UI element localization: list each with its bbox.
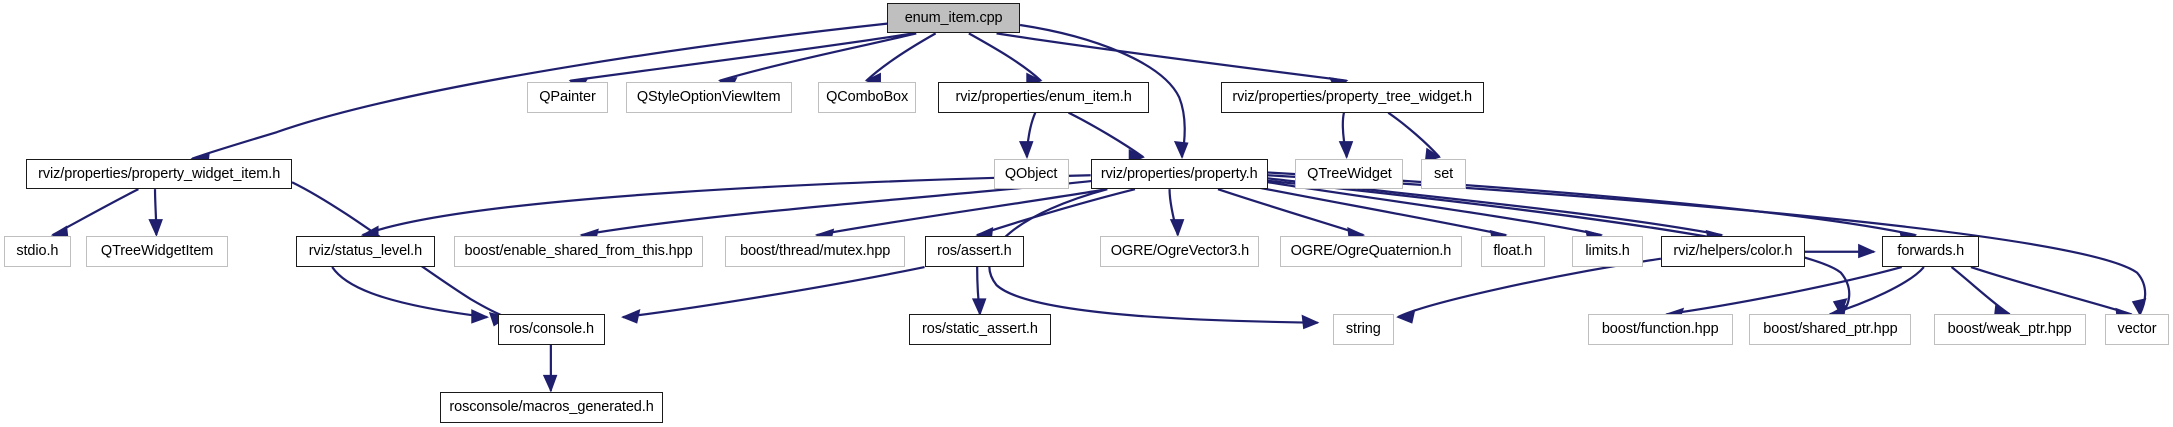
graph-edge-arrowhead [1858, 243, 1876, 259]
graph-node-qtreewidgetitem[interactable]: QTreeWidgetItem [85, 236, 229, 268]
graph-node-label: boost/shared_ptr.hpp [1763, 321, 1898, 338]
graph-edge-arrowhead [1169, 219, 1185, 237]
graph-node-rviz-properties-property-widget-item-h[interactable]: rviz/properties/property_widget_item.h [26, 158, 293, 190]
graph-edge [996, 32, 1347, 82]
graph-edge [988, 188, 1318, 324]
graph-node-boost-thread-mutex-hpp[interactable]: boost/thread/mutex.hpp [725, 236, 906, 268]
graph-node-label: rviz/properties/enum_item.h [955, 89, 1132, 106]
graph-node-label: vector [2117, 321, 2157, 338]
graph-edge [291, 181, 507, 319]
graph-node-label: enum_item.cpp [904, 9, 1003, 26]
graph-node-ros-console-h[interactable]: ros/console.h [498, 314, 605, 345]
graph-node-qtreewidget[interactable]: QTreeWidget [1295, 158, 1404, 190]
graph-node-boost-weak-ptr-hpp[interactable]: boost/weak_ptr.hpp [1933, 314, 2086, 345]
graph-node-label: rviz/properties/property_widget_item.h [38, 165, 281, 182]
graph-edge-arrowhead [1338, 141, 1354, 160]
graph-edge [1666, 265, 1903, 316]
graph-edge [570, 32, 914, 82]
graph-node-label: rviz/status_level.h [308, 243, 423, 260]
graph-edge [1019, 23, 1186, 158]
graph-edge [1397, 257, 1662, 319]
graph-node-rviz-properties-property-h[interactable]: rviz/properties/property.h [1090, 158, 1268, 190]
graph-node-rosconsole-macros-generated-h[interactable]: rosconsole/macros_generated.h [440, 392, 663, 423]
graph-node-qcombobox[interactable]: QComboBox [817, 82, 917, 113]
graph-node-label: boost/function.hpp [1601, 321, 1719, 338]
graph-edge-arrowhead [971, 298, 987, 317]
graph-node-ros-static-assert-h[interactable]: ros/static_assert.h [909, 314, 1051, 345]
graph-node-label: limits.h [1585, 243, 1630, 260]
graph-node-label: OGRE/OgreQuaternion.h [1290, 243, 1452, 260]
graph-node-stdio-h[interactable]: stdio.h [4, 236, 71, 268]
graph-edge [331, 266, 488, 319]
graph-node-label: boost/thread/mutex.hpp [740, 243, 891, 260]
graph-edge-arrowhead [2131, 298, 2147, 317]
graph-node-label: ros/console.h [509, 321, 595, 338]
graph-node-label: QObject [1004, 165, 1058, 182]
graph-node-label: OGRE/OgreVector3.h [1110, 243, 1250, 260]
graph-edge-arrowhead [1173, 141, 1189, 159]
graph-node-boost-enable-shared-from-this-hpp[interactable]: boost/enable_shared_from_this.hpp [453, 236, 704, 268]
graph-node-set[interactable]: set [1421, 158, 1466, 190]
graph-edge [622, 265, 925, 319]
graph-node-label: boost/weak_ptr.hpp [1947, 321, 2072, 338]
graph-node-rviz-status-level-h[interactable]: rviz/status_level.h [296, 236, 435, 268]
graph-node-label: rviz/properties/property_tree_widget.h [1232, 89, 1473, 106]
graph-edge [1950, 266, 2011, 316]
graph-node-label: set [1434, 165, 1454, 182]
graph-node-rviz-helpers-color-h[interactable]: rviz/helpers/color.h [1660, 236, 1805, 268]
graph-node-enum-item-cpp[interactable]: enum_item.cpp [887, 2, 1021, 34]
graph-node-label: string [1345, 321, 1381, 338]
graph-node-label: rosconsole/macros_generated.h [449, 399, 654, 416]
graph-node-ogre-ogrequaternion-h[interactable]: OGRE/OgreQuaternion.h [1280, 236, 1462, 268]
graph-edge-arrowhead [621, 309, 641, 324]
graph-edge-arrowhead [542, 374, 558, 393]
edges-group [50, 22, 2147, 393]
graph-node-label: QStyleOptionViewItem [636, 89, 781, 106]
graph-node-rviz-properties-property-tree-widget-h[interactable]: rviz/properties/property_tree_widget.h [1220, 82, 1484, 113]
graph-node-rviz-properties-enum-item-h[interactable]: rviz/properties/enum_item.h [938, 82, 1149, 113]
graph-node-label: ros/assert.h [937, 243, 1012, 260]
graph-edge [816, 188, 1108, 237]
graph-node-ogre-ogrevector3-h[interactable]: OGRE/OgreVector3.h [1100, 236, 1260, 268]
graph-node-ros-assert-h[interactable]: ros/assert.h [924, 236, 1025, 268]
graph-node-limits-h[interactable]: limits.h [1572, 236, 1643, 268]
graph-node-label: rviz/helpers/color.h [1673, 243, 1793, 260]
graph-edge [719, 32, 917, 82]
graph-edge-arrowhead [1396, 309, 1416, 324]
graph-node-boost-shared-ptr-hpp[interactable]: boost/shared_ptr.hpp [1749, 314, 1912, 345]
graph-edge [1387, 111, 1441, 158]
graph-node-vector[interactable]: vector [2105, 314, 2169, 345]
graph-edge [865, 32, 937, 82]
graph-node-qpainter[interactable]: QPainter [527, 82, 608, 113]
graph-node-label: boost/enable_shared_from_this.hpp [464, 243, 693, 260]
graph-node-qobject[interactable]: QObject [993, 158, 1069, 190]
graph-node-boost-function-hpp[interactable]: boost/function.hpp [1587, 314, 1733, 345]
graph-node-label: ros/static_assert.h [922, 321, 1038, 338]
graph-node-qstyleoptionviewitem[interactable]: QStyleOptionViewItem [625, 82, 792, 113]
graph-node-string[interactable]: string [1332, 314, 1394, 345]
graph-node-forwards-h[interactable]: forwards.h [1882, 236, 1980, 268]
graph-node-label: float.h [1493, 243, 1533, 260]
graph-edge [976, 188, 1136, 237]
graph-edge-arrowhead [1301, 314, 1320, 330]
graph-edge [1245, 183, 1507, 237]
graph-node-label: QComboBox [826, 89, 909, 106]
graph-edge-arrowhead [148, 219, 163, 237]
graph-edge [1068, 111, 1144, 159]
graph-edge-arrowhead [1018, 141, 1034, 160]
graph-node-label: QPainter [539, 89, 596, 106]
graph-node-label: QTreeWidget [1307, 165, 1392, 182]
graph-node-float-h[interactable]: float.h [1480, 236, 1545, 268]
graph-edge [362, 174, 1091, 237]
graph-edge [1217, 188, 1364, 237]
graph-node-label: forwards.h [1897, 243, 1965, 260]
graph-edge-arrowhead [471, 309, 490, 324]
graph-node-label: rviz/properties/property.h [1100, 165, 1258, 182]
graph-node-label: QTreeWidgetItem [100, 243, 214, 260]
graph-node-label: stdio.h [16, 243, 59, 260]
graph-edge [192, 22, 888, 160]
graph-edge [968, 32, 1042, 82]
